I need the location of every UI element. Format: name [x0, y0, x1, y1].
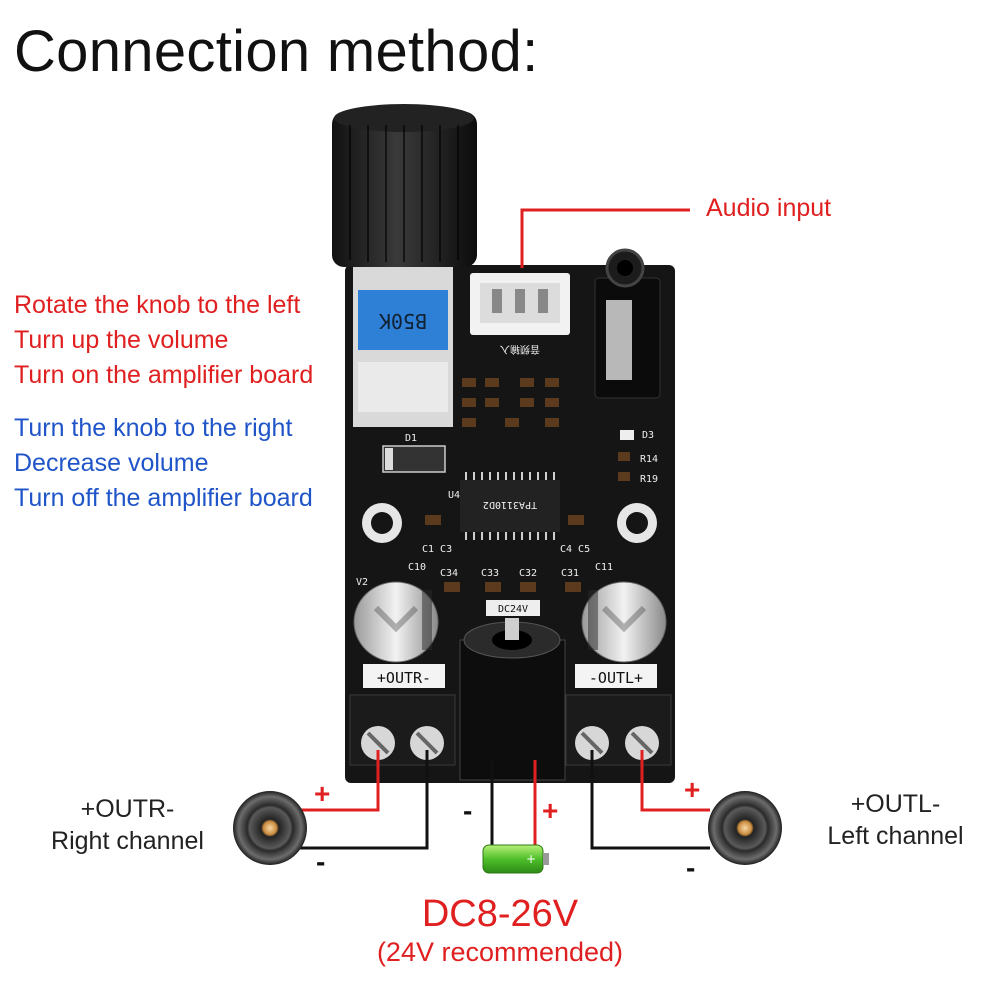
rotate-right-line-1: Turn the knob to the right — [14, 414, 293, 442]
v2-label: V2 — [356, 577, 368, 588]
r19-label: R19 — [640, 474, 658, 485]
rotate-right-line-2: Decrease volume — [14, 449, 209, 477]
volume-knob-icon: B50K — [332, 104, 477, 427]
right-plus-wire — [300, 750, 380, 812]
rotate-left-line-3: Turn on the amplifier board — [14, 361, 314, 389]
r14-label: R14 — [640, 454, 658, 465]
left-channel-terminal: +OUTL- — [850, 790, 941, 818]
chip-label: TPA3110D2 — [483, 499, 537, 510]
terminal-right-channel — [349, 694, 456, 766]
c4c5-label: C4 C5 — [560, 544, 590, 555]
c32-label: C32 — [519, 568, 537, 579]
speaker-icon — [233, 791, 307, 865]
pot-label: B50K — [379, 309, 427, 333]
dc-minus-sign: - — [463, 795, 473, 826]
audio-input-connector: 音频输入 — [470, 273, 570, 356]
dc-plus-sign: + — [542, 795, 559, 826]
power-voltage: DC8-26V — [421, 893, 579, 935]
audio-input-wire — [520, 208, 690, 268]
amplifier-chip: TPA3110D2 — [460, 472, 560, 540]
svg-text:+: + — [526, 852, 536, 866]
left-plus-wire — [640, 750, 710, 812]
left-channel-label: +OUTL- Left channel — [808, 788, 983, 852]
d1-label: D1 — [405, 433, 417, 444]
input-cn-label: 音频输入 — [500, 343, 540, 356]
right-minus-sign: - — [316, 846, 326, 877]
audio-input-label: Audio input — [706, 194, 832, 222]
c33-label: C33 — [481, 568, 499, 579]
rotate-left-line-1: Rotate the knob to the left — [14, 291, 301, 319]
rotate-right-line-3: Turn off the amplifier board — [14, 484, 313, 512]
c31-label: C31 — [561, 568, 579, 579]
outr-board-label: +OUTR- — [377, 669, 431, 687]
left-channel-name: Left channel — [827, 822, 964, 850]
rotate-right-group: Turn the knob to the right Decrease volu… — [14, 411, 313, 516]
left-plus-sign: + — [684, 774, 701, 805]
right-plus-sign: + — [314, 778, 331, 809]
speaker-icon — [708, 791, 782, 865]
c34-label: C34 — [440, 568, 458, 579]
capacitor-left — [353, 581, 439, 663]
c11-label: C11 — [595, 562, 613, 573]
dc-power-jack — [459, 618, 566, 781]
rotate-left-group: Rotate the knob to the left Turn up the … — [14, 288, 313, 393]
right-channel-terminal: +OUTR- — [80, 795, 175, 823]
c10-label: C10 — [408, 562, 426, 573]
terminal-left-channel — [565, 694, 672, 766]
d3-label: D3 — [642, 430, 654, 441]
power-recommendation: (24V recommended) — [376, 937, 624, 967]
capacitor-right — [581, 581, 667, 663]
right-channel-name: Right channel — [51, 827, 204, 855]
right-channel-label: +OUTR- Right channel — [40, 793, 215, 857]
left-minus-sign: - — [686, 852, 696, 883]
audio-jack — [594, 248, 661, 399]
c1c3-label: C1 C3 — [422, 544, 452, 555]
outl-board-label: -OUTL+ — [589, 669, 643, 687]
rotate-left-line-2: Turn up the volume — [14, 326, 229, 354]
right-minus-wire — [300, 750, 429, 850]
page-title: Connection method: — [14, 19, 539, 84]
left-minus-wire — [590, 750, 710, 850]
dc-label: DC24V — [498, 604, 528, 615]
battery-icon: + — [482, 844, 549, 874]
u4-label: U4 — [448, 490, 460, 501]
smd-components — [425, 378, 630, 592]
